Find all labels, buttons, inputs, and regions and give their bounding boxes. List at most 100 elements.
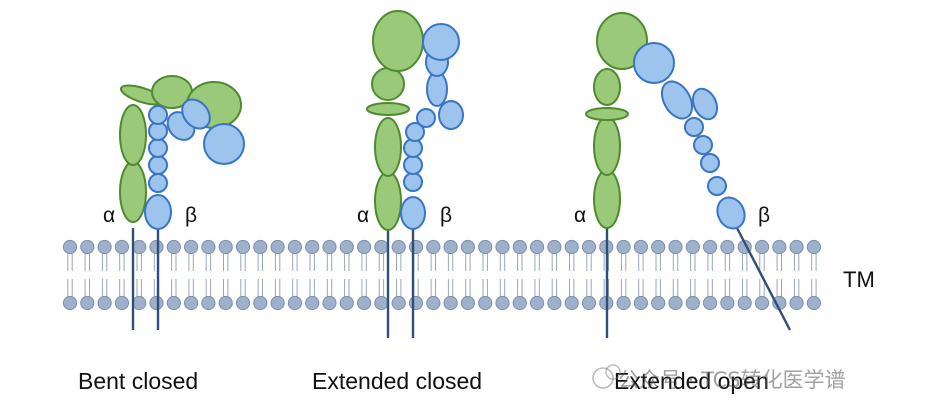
lipid-head [426, 239, 441, 255]
lipid-head [806, 239, 822, 255]
lipid-head [218, 239, 233, 255]
lipid-head [201, 295, 216, 311]
alpha-label: α [574, 204, 586, 227]
lipid-head [651, 239, 666, 255]
alpha-subunit [366, 10, 424, 231]
membrane-label: TM [843, 267, 875, 292]
alpha-label: α [357, 204, 369, 227]
lipid-head [62, 295, 78, 311]
lipid-head [408, 239, 424, 255]
lipid-head [305, 295, 320, 311]
beta-label: β [185, 204, 197, 227]
beta-subunit [144, 98, 245, 230]
lipid-head [201, 239, 216, 255]
lipid-head [166, 239, 181, 255]
lipid-head [305, 239, 320, 255]
lipid-head [253, 295, 268, 311]
lipid-head [547, 239, 562, 255]
lipid-head [581, 239, 597, 255]
lipid-head [633, 239, 649, 255]
lipid-head [512, 239, 527, 255]
lipid-head [806, 295, 822, 311]
lipid-head [495, 295, 510, 311]
caption-extended-closed: Extended closed [312, 368, 482, 394]
integrin-bent-closed [119, 75, 245, 330]
lipid-head [114, 239, 130, 255]
lipid-head [114, 295, 130, 311]
lipid-head [633, 295, 649, 311]
lipid-head [547, 295, 562, 311]
lipid-head [460, 239, 475, 255]
watermark: 公众号 · TCS转化医学谱 [592, 364, 846, 392]
lipid-head [408, 295, 424, 311]
lipid-bilayer [62, 239, 822, 311]
lipid-head [720, 295, 735, 311]
lipid-head [478, 239, 493, 255]
lipid-head [184, 295, 199, 311]
lipid-head [754, 295, 770, 311]
lipid-head [339, 295, 354, 311]
lipid-head [668, 295, 683, 311]
lipid-head [737, 295, 752, 311]
lipid-head [426, 295, 441, 311]
lipid-head [668, 239, 683, 255]
alpha-label: α [103, 204, 115, 227]
lipid-head [184, 239, 199, 255]
lipid-head [391, 295, 406, 311]
lipid-head [789, 239, 804, 255]
lipid-head [132, 239, 147, 255]
lipid-head [235, 295, 251, 311]
lipid-head [80, 239, 95, 255]
lipid-head [322, 239, 337, 255]
lipid-head [685, 295, 700, 311]
lipid-head [149, 295, 164, 311]
lipid-head [616, 295, 631, 311]
lipid-head [374, 239, 389, 255]
integrin-extended-open [585, 12, 792, 338]
beta-subunit [633, 42, 746, 230]
lipid-head [253, 239, 268, 255]
lipid-head [512, 295, 527, 311]
lipid-head [270, 239, 285, 255]
lipid-head [149, 239, 164, 255]
lipid-head [287, 239, 302, 255]
beta-label: β [758, 204, 770, 227]
lipid-head [97, 295, 112, 311]
lipid-heads [62, 239, 822, 311]
beta-tm-helix [735, 227, 792, 331]
beta-label: β [440, 204, 452, 227]
lipid-head [235, 239, 251, 255]
lipid-head [703, 239, 718, 255]
lipid-head [703, 295, 718, 311]
lipid-head [443, 295, 458, 311]
beta-subunit [400, 23, 464, 230]
lipid-head [581, 295, 597, 311]
lipid-head [287, 295, 302, 311]
lipid-head [374, 295, 389, 311]
lipid-head [789, 295, 804, 311]
lipid-head [772, 239, 787, 255]
lipid-head [530, 295, 545, 311]
lipid-head [357, 295, 372, 311]
integrin-extended-closed [366, 10, 464, 338]
lipid-head [478, 295, 493, 311]
lipid-head [357, 239, 372, 255]
lipid-head [443, 239, 458, 255]
lipid-head [97, 239, 112, 255]
lipid-head [530, 239, 545, 255]
lipid-head [80, 295, 95, 311]
caption-bent-closed: Bent closed [78, 368, 198, 394]
watermark-text: 公众号 · TCS转化医学谱 [618, 368, 846, 392]
caption-extended-open: Extended open [614, 368, 769, 394]
lipid-head [391, 239, 406, 255]
lipid-head [270, 295, 285, 311]
lipid-head [564, 295, 579, 311]
lipid-head [218, 295, 233, 311]
lipid-head [754, 239, 770, 255]
lipid-head [651, 295, 666, 311]
lipid-head [339, 239, 354, 255]
lipid-head [460, 295, 475, 311]
lipid-head [495, 239, 510, 255]
lipid-tails [67, 253, 817, 297]
